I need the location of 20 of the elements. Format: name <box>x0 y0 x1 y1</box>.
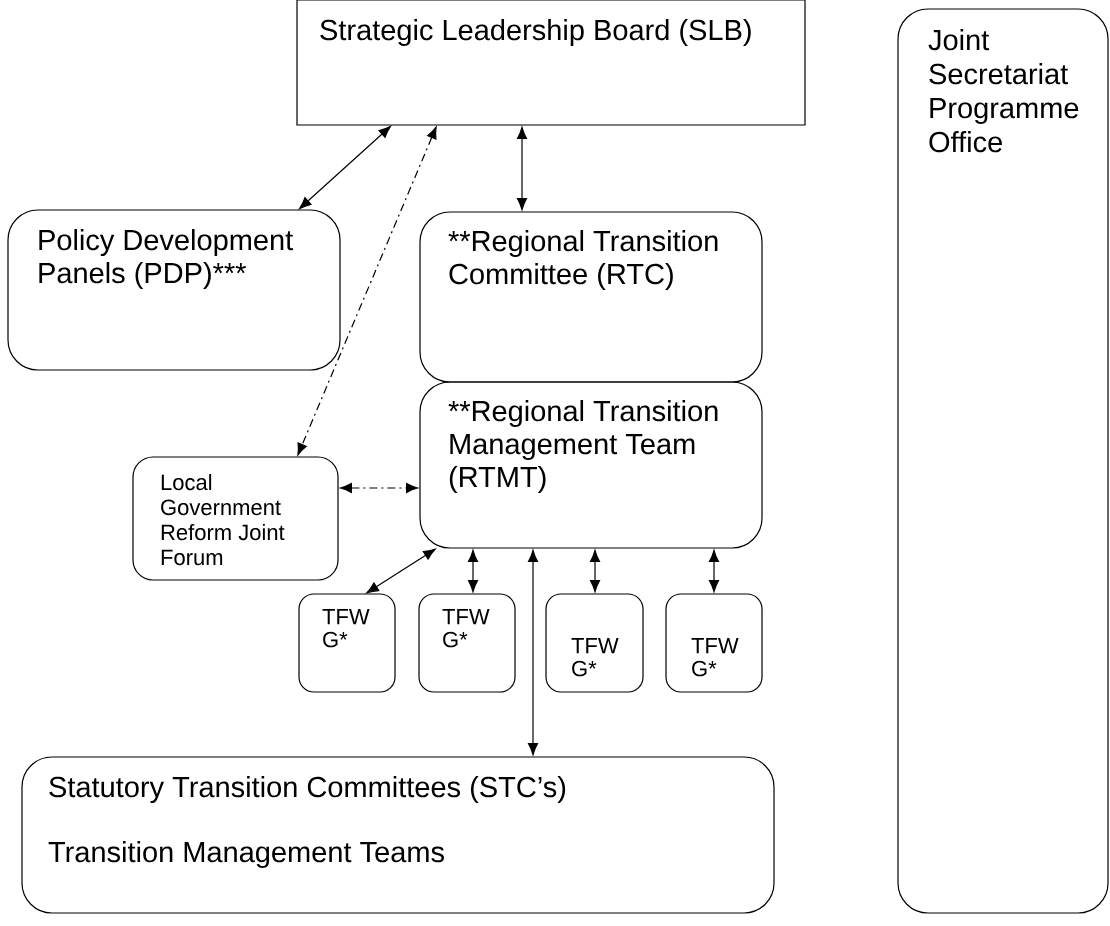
process-box: Local Government Reform Joint Forum <box>132 456 339 581</box>
process-box: Statutory Transition Committees (STC’s) Transition Management Teams <box>21 756 775 914</box>
arrow <box>339 482 419 494</box>
process-box: Policy Development Panels (PDP)*** <box>7 209 341 371</box>
office-panel: Joint Secretariat Programme Office <box>897 8 1109 914</box>
arrow <box>467 549 479 593</box>
process-box: **Regional Transition Management Team (RTMT) <box>419 381 763 549</box>
process-box: TFW G* <box>418 593 516 693</box>
arrow <box>590 549 601 593</box>
process-box: TFW G* <box>545 593 644 693</box>
arrow <box>299 126 391 209</box>
process-box: TFW G* <box>298 593 396 693</box>
arrow <box>517 126 528 211</box>
arrow <box>366 548 436 594</box>
board-box: Strategic Leadership Board (SLB) <box>296 0 806 126</box>
process-box: TFW G* <box>665 593 763 693</box>
process-box: **Regional Transition Committee (RTC) <box>419 211 763 383</box>
arrow <box>709 549 720 593</box>
arrow <box>528 549 539 756</box>
arrow <box>297 126 437 456</box>
